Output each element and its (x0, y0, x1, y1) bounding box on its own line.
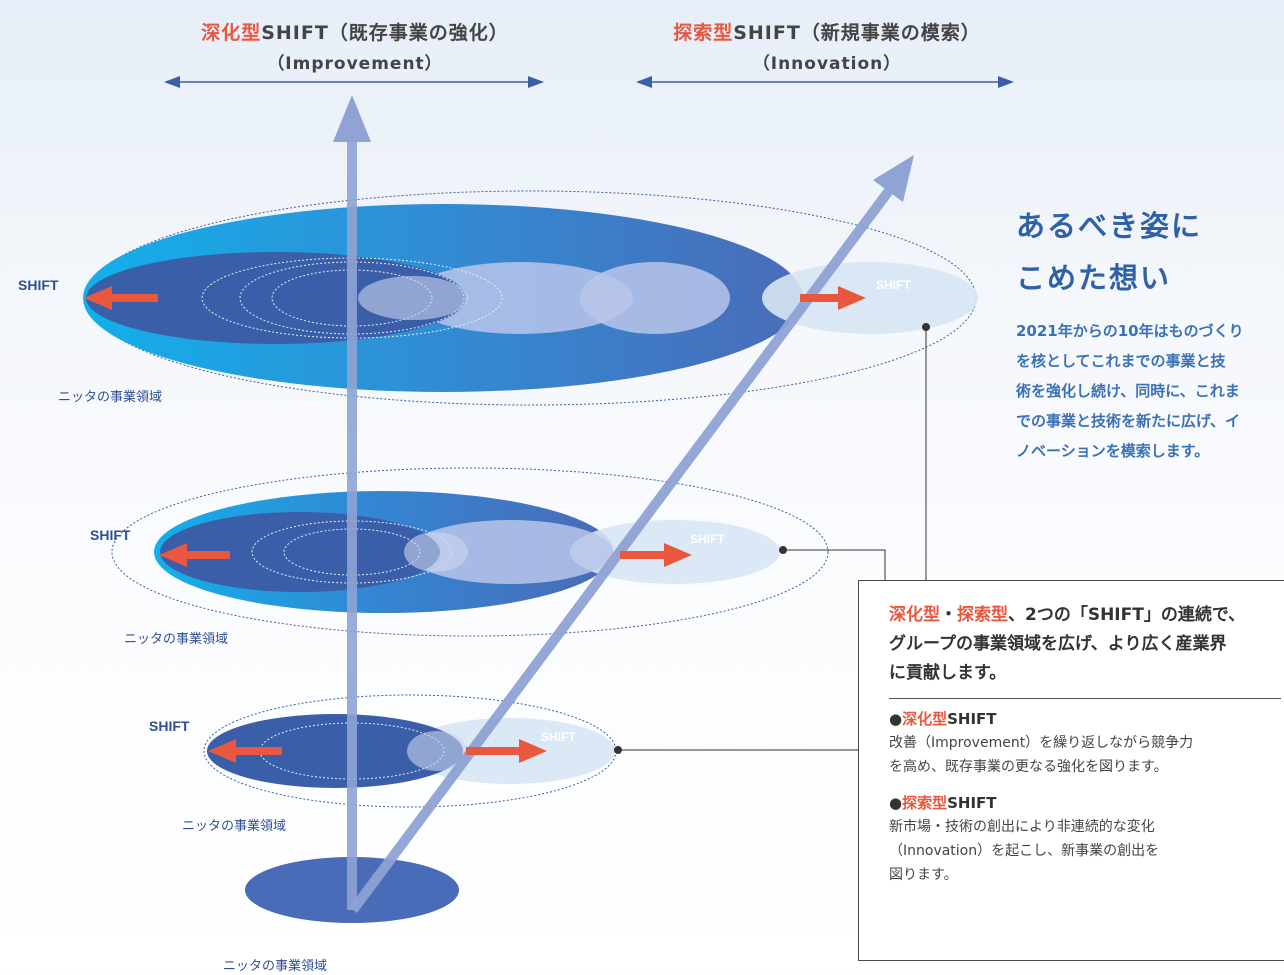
summary-explore-line: 新市場・技術の創出により非連続的な変化 (889, 819, 1155, 835)
summary-deep-section: ●深化型SHIFT 改善（Improvement）を繰り返しながら競争力 を高め… (889, 707, 1193, 779)
exploring-title: SHIFT（新規事業の模索） (733, 22, 981, 44)
summary-lead-line1: 、2つの「SHIFT」の連続で、 (1008, 605, 1246, 625)
shift-out-arrow-top (84, 286, 158, 310)
vision-title-line: あるべき姿に (1016, 209, 1203, 243)
vision-title-line: こめた想い (1016, 261, 1172, 295)
area-label-top: ニッタの事業領域 (58, 389, 163, 404)
innovation-arrow (348, 155, 914, 913)
connector-mid (779, 546, 886, 580)
improvement-arrow (333, 95, 371, 910)
summary-explore-shift: SHIFT (947, 794, 997, 812)
area-label-low: ニッタの事業領域 (182, 818, 287, 833)
connector-low (614, 746, 858, 754)
vision-body-line: ノベーションを模索します。 (1016, 442, 1210, 460)
summary-lead-line3: に貢献します。 (889, 663, 1007, 683)
exploring-subtitle: （Innovation） (752, 54, 902, 74)
bullet-icon: ● (889, 794, 903, 812)
shift-label-top-left: SHIFT (18, 277, 59, 293)
vision-body-line: を核としてこれまでの事業と技 (1016, 352, 1226, 370)
summary-explore-line: （Innovation）を起こし、新事業の創出を (889, 843, 1160, 859)
exploring-emph: 探索型 (673, 22, 734, 44)
deepening-subtitle: （Improvement） (267, 54, 443, 74)
shift-out-arrow-mid (159, 543, 230, 567)
summary-lead-sep: ・ (940, 605, 957, 625)
shift-label-mid-left: SHIFT (90, 527, 131, 543)
summary-divider (889, 698, 1281, 699)
shift-out-arrow-low (208, 739, 282, 763)
improvement-span-arrow (164, 76, 544, 88)
summary-explore-section: ●探索型SHIFT 新市場・技術の創出により非連続的な変化 （Innovatio… (889, 791, 1159, 887)
shift-label-top-right: SHIFT (876, 278, 911, 292)
exploring-shift-heading: 探索型SHIFT（新規事業の模索） （Innovation） (632, 18, 1022, 74)
connector-top (922, 323, 930, 580)
shift-right-arrow-mid (620, 543, 692, 567)
vision-body: 2021年からの10年はものづくり を核としてこれまでの事業と技 術を強化し続け… (1016, 316, 1284, 466)
summary-explore-line: 図ります。 (889, 867, 958, 883)
shift-label-mid-right: SHIFT (690, 532, 725, 546)
shift-right-arrow-top (800, 286, 866, 310)
summary-deep-shift: SHIFT (947, 710, 997, 728)
summary-lead-explore: 探索型 (957, 605, 1008, 625)
vision-body-line: 術を強化し続け、同時に、これま (1016, 382, 1240, 400)
shift-right-arrow-low (466, 739, 547, 763)
area-label-base: ニッタの事業領域 (223, 958, 328, 973)
bullet-icon: ● (889, 710, 903, 728)
summary-explore-emph: 探索型 (902, 794, 948, 812)
shift-label-low-right: SHIFT (541, 730, 576, 744)
deepening-shift-heading: 深化型SHIFT（既存事業の強化） （Improvement） (160, 18, 550, 74)
summary-deep-line: を高め、既存事業の更なる強化を図ります。 (889, 759, 1168, 775)
summary-lead-deep: 深化型 (889, 605, 940, 625)
summary-lead-line2: グループの事業領域を広げ、より広く産業界 (889, 634, 1227, 654)
area-label-mid: ニッタの事業領域 (124, 631, 229, 646)
vision-body-line: 2021年からの10年はものづくり (1016, 322, 1244, 340)
deepening-emph: 深化型 (201, 22, 262, 44)
innovation-span-arrow (636, 76, 1014, 88)
vision-title: あるべき姿に こめた想い (1016, 200, 1202, 304)
summary-deep-line: 改善（Improvement）を繰り返しながら競争力 (889, 735, 1194, 751)
summary-deep-emph: 深化型 (902, 710, 948, 728)
summary-box: 深化型・探索型、2つの「SHIFT」の連続で、 グループの事業領域を広げ、より広… (858, 580, 1284, 961)
shift-label-low-left: SHIFT (149, 718, 190, 734)
deepening-title: SHIFT（既存事業の強化） (261, 22, 509, 44)
level-3-disc (83, 190, 978, 406)
vision-body-line: での事業と技術を新たに広げ、イ (1016, 412, 1240, 430)
level-2-disc (111, 467, 829, 637)
summary-lead: 深化型・探索型、2つの「SHIFT」の連続で、 グループの事業領域を広げ、より広… (889, 601, 1245, 688)
